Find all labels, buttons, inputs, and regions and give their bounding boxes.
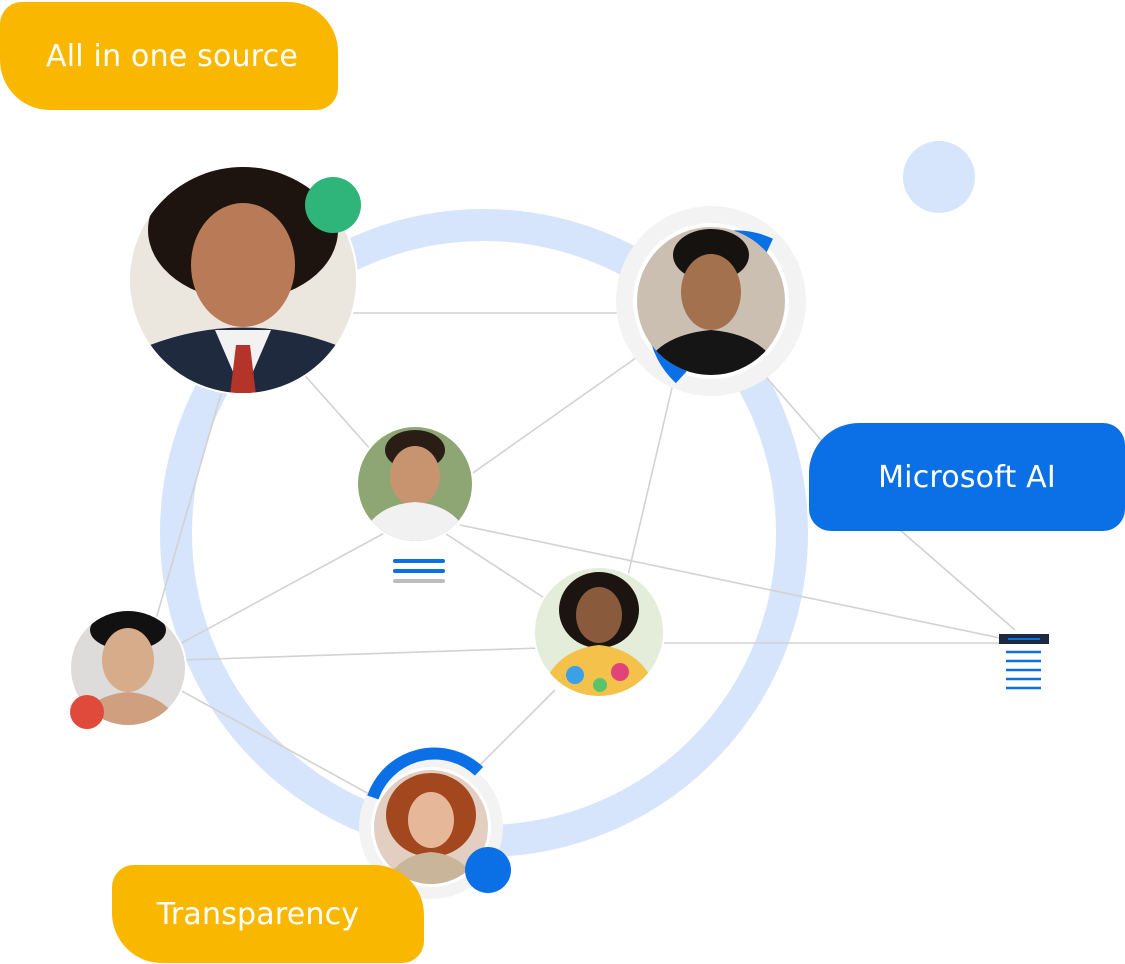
avatar-person-4 [533, 566, 665, 698]
connection-line [469, 689, 556, 776]
label-transparency-text: Transparency [156, 896, 360, 932]
connection-line [149, 389, 223, 641]
avatar-person-3 [356, 425, 474, 543]
avatar-person-5 [69, 609, 187, 729]
label-microsoft-ai-text: Microsoft AI [878, 459, 1056, 495]
list-lines-icon [393, 559, 445, 583]
connection-line [181, 647, 541, 661]
connection-line [469, 354, 641, 476]
connection-line [459, 524, 1025, 644]
status-dot-green [305, 177, 361, 233]
label-all-in-one-source-text: All in one source [46, 38, 298, 74]
connection-line [179, 689, 381, 801]
progress-arc [367, 747, 484, 800]
avatar-person-2 [616, 206, 806, 396]
label-transparency: Transparency [112, 865, 424, 963]
document-lines-icon [999, 634, 1049, 690]
status-dot-red [70, 695, 104, 729]
connection-line [299, 369, 381, 461]
connection-line [439, 529, 556, 606]
connection-line [177, 529, 391, 646]
status-dot-blue [465, 847, 511, 893]
avatar-person-1 [128, 165, 361, 395]
connection-line [899, 529, 1016, 631]
decor-dot-light [903, 141, 975, 213]
connection-line [627, 374, 676, 576]
avatar-person-6 [359, 747, 511, 899]
label-all-in-one-source: All in one source [0, 2, 338, 110]
connection-line [759, 369, 829, 449]
label-microsoft-ai: Microsoft AI [809, 423, 1125, 531]
